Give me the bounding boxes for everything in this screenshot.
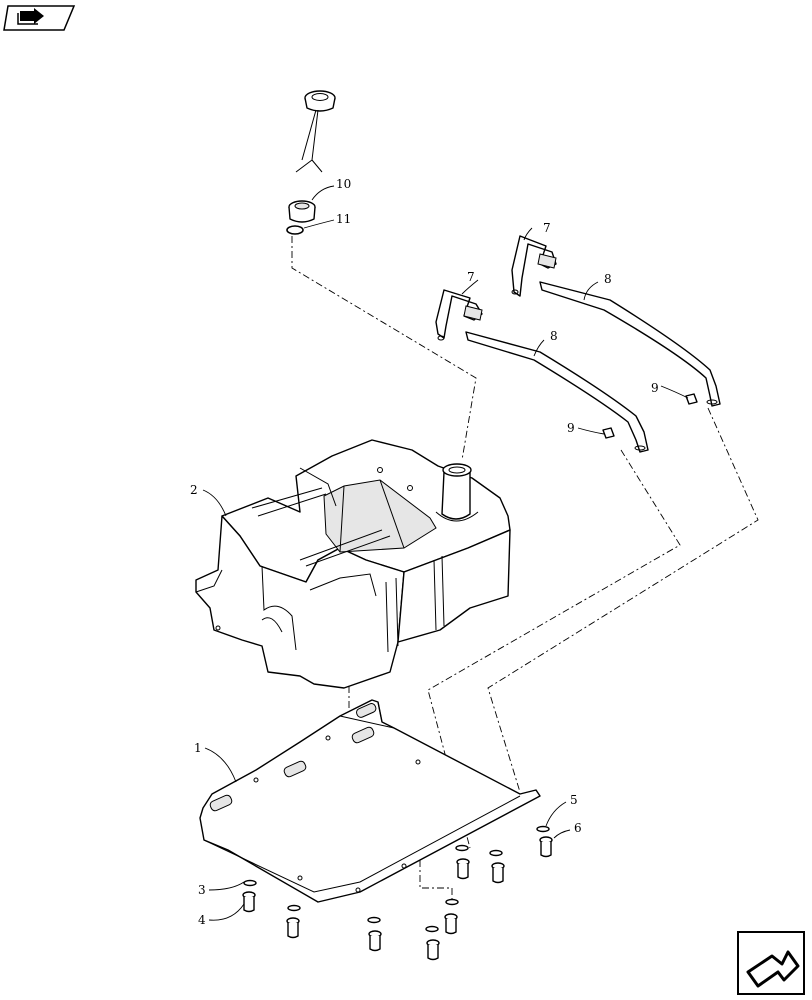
mounting-plate: [199, 699, 541, 903]
callout-7-right: 7: [543, 221, 551, 235]
washer: [489, 849, 503, 857]
callout-9-left: 9: [567, 421, 575, 435]
callout-5: 5: [570, 793, 578, 807]
callout-2: 2: [190, 483, 198, 497]
callout-11: 11: [336, 212, 351, 226]
callout-3: 3: [198, 883, 206, 897]
filler-neck-adaptor: [288, 200, 316, 223]
o-ring: [286, 225, 304, 235]
bolt: [456, 858, 470, 880]
callout-8-right: 8: [604, 272, 612, 286]
bolt: [242, 891, 256, 913]
callout-labels: 1 2 3 4 5 6 7 7 8 8 9 9 10 11: [190, 177, 659, 927]
washer: [367, 916, 381, 924]
washer: [243, 879, 257, 887]
clip-right: [685, 393, 698, 405]
bolt: [426, 939, 440, 961]
washer: [455, 844, 469, 852]
bolt: [368, 930, 382, 952]
washer: [445, 898, 459, 906]
hardware-set: [242, 825, 553, 961]
filler-cap: [295, 90, 336, 173]
leader-lines: [202, 185, 689, 921]
washer: [425, 925, 439, 933]
bolt: [286, 917, 300, 939]
washer: [287, 904, 301, 912]
callout-10: 10: [336, 177, 351, 191]
bolt: [491, 862, 505, 884]
callout-8-left: 8: [550, 329, 558, 343]
bolt: [539, 836, 553, 858]
tank-strap-right: [539, 281, 721, 407]
book-arrow-nav-icon[interactable]: [3, 5, 76, 31]
callout-7-left: 7: [467, 270, 475, 284]
strap-bracket-right: [511, 235, 557, 297]
fuel-tank: [195, 439, 511, 689]
washer: [536, 825, 550, 833]
callout-4: 4: [198, 913, 206, 927]
clip-left: [602, 427, 615, 439]
bolt: [444, 913, 458, 935]
tank-strap-left: [465, 331, 649, 453]
callout-1: 1: [194, 741, 202, 755]
callout-9-right: 9: [651, 381, 659, 395]
callout-6: 6: [574, 821, 582, 835]
strap-bracket-left: [435, 289, 483, 341]
next-page-arrow-icon[interactable]: [737, 931, 805, 995]
